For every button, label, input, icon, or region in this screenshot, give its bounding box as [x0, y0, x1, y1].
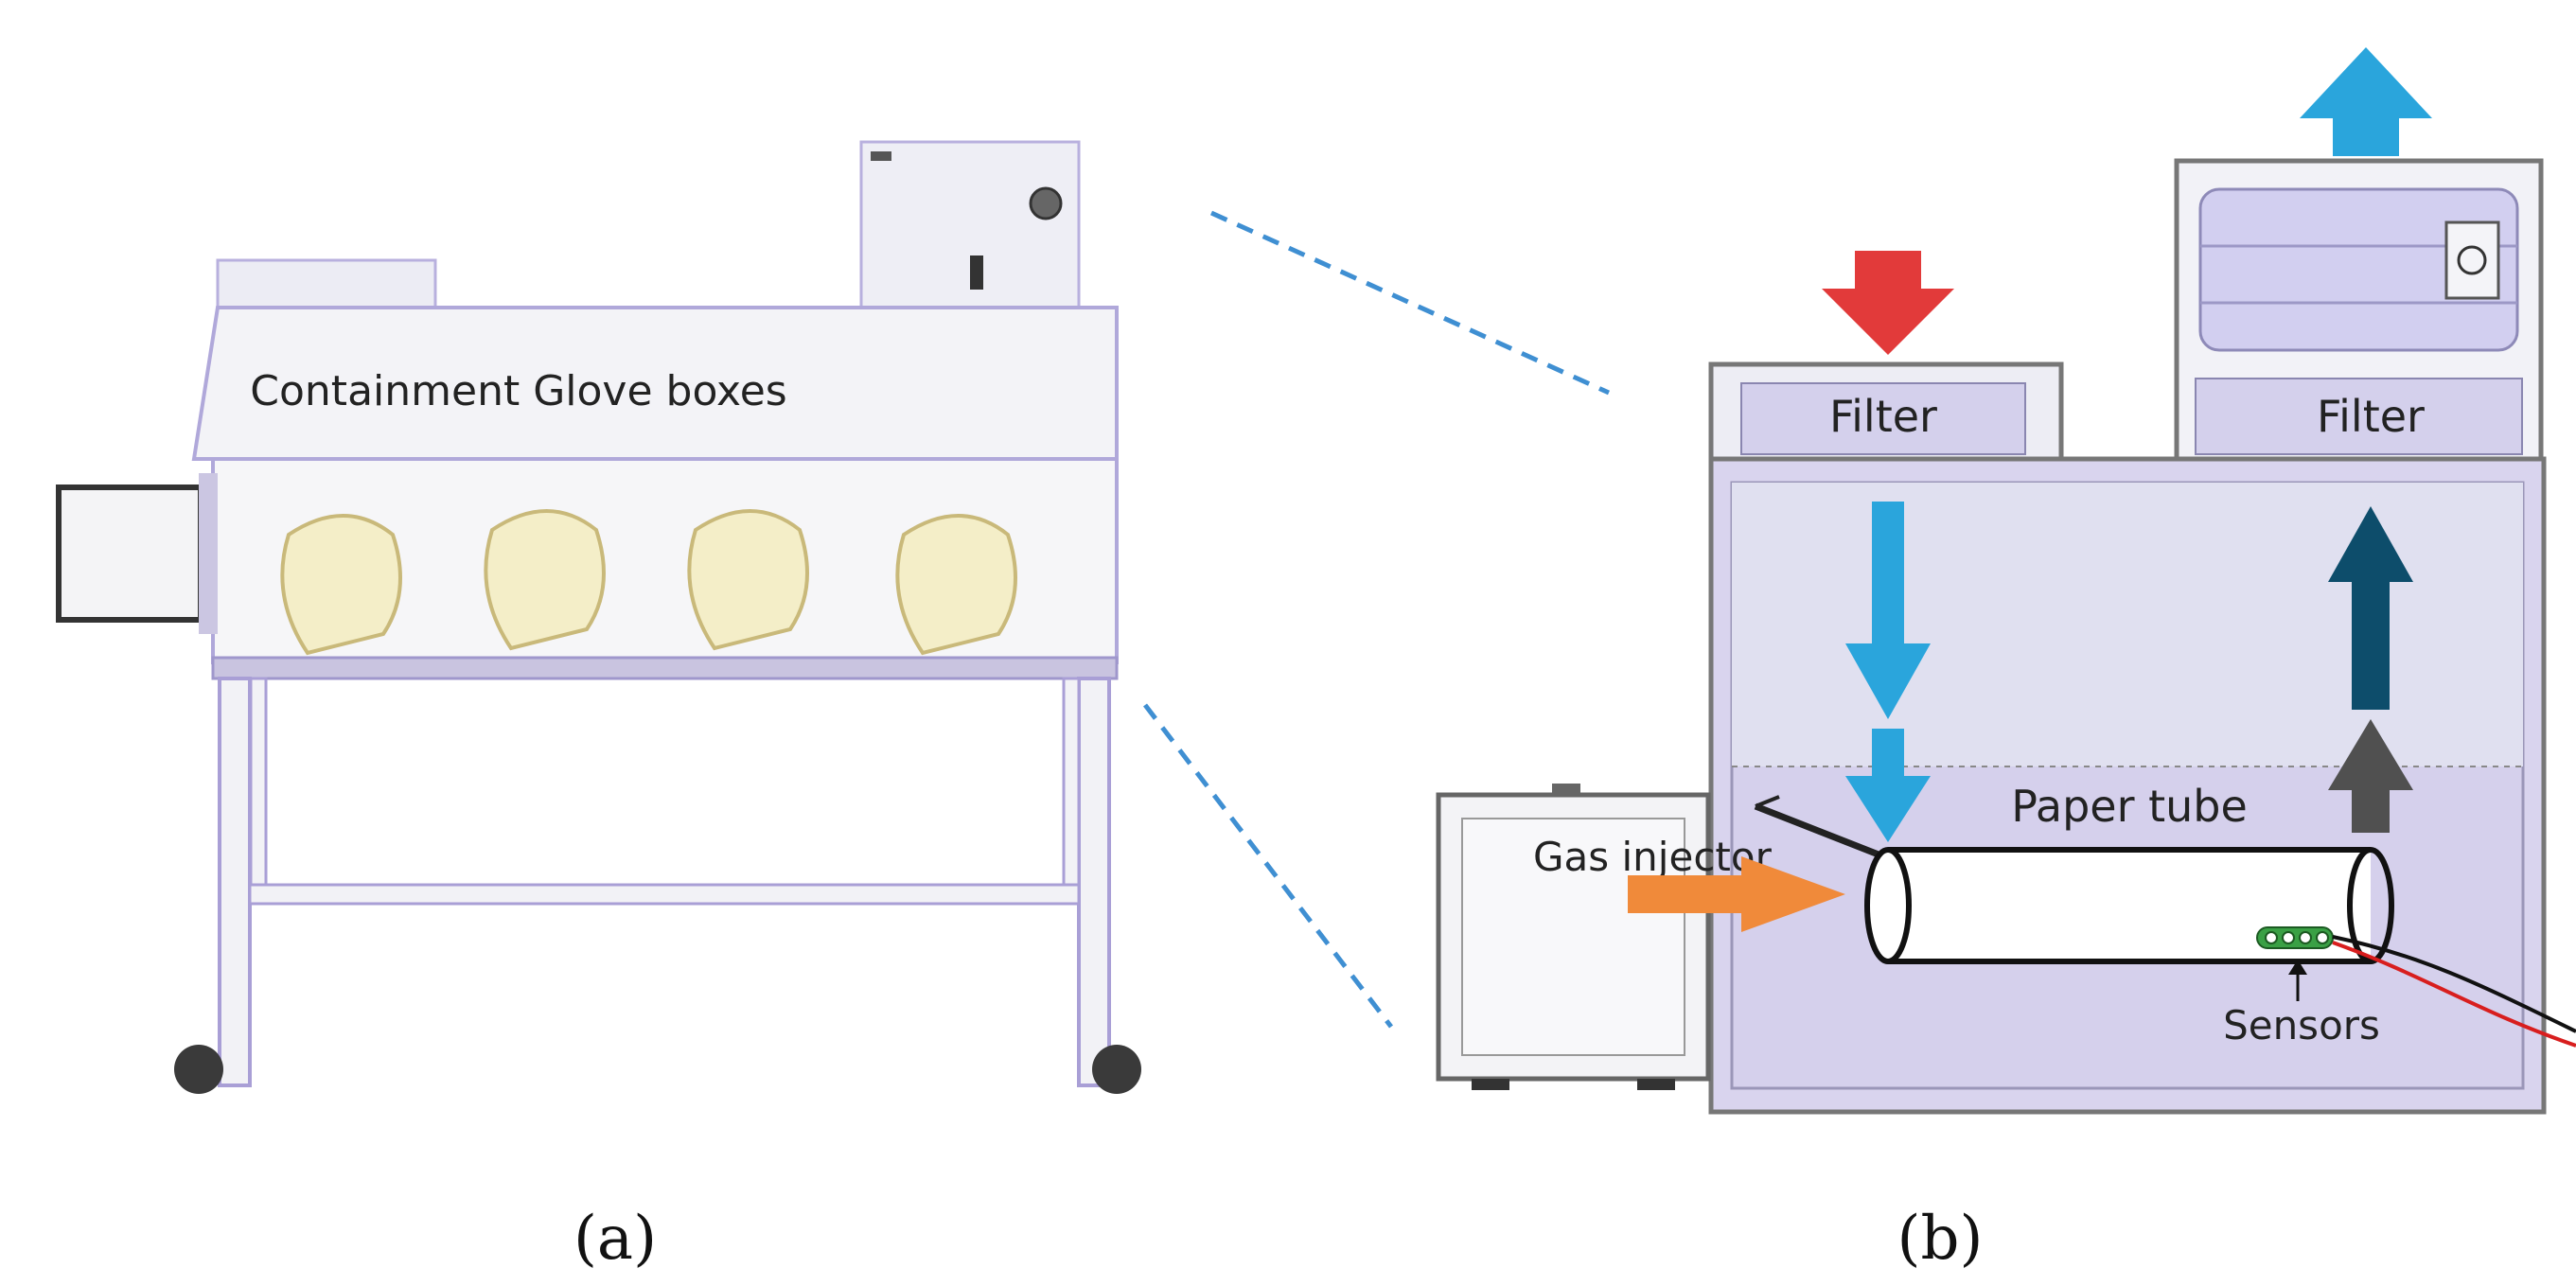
filter-right-label: Filter [2317, 391, 2425, 442]
leg-left [218, 677, 252, 1087]
filter-right [2195, 378, 2523, 455]
caster-right [1092, 1045, 1141, 1094]
side-door [56, 484, 203, 623]
fan-icon [2198, 187, 2519, 352]
sensor-chip-icon [2256, 926, 2334, 949]
arrow-down-blue-2 [1845, 729, 1931, 842]
sensor-wire-red [2332, 941, 2576, 1048]
leg-right [1077, 677, 1111, 1087]
glove-icon [280, 509, 1017, 656]
syringe-icon [1754, 795, 1885, 860]
gas-injector-foot-right [1637, 1079, 1675, 1090]
cross-bar [248, 883, 1081, 906]
arrow-in-red [1822, 251, 1954, 355]
filter-left [1740, 382, 2026, 455]
gas-injector-foot-left [1472, 1079, 1509, 1090]
control-switch-icon [970, 255, 983, 290]
gas-injector-label: Gas injector [1533, 834, 1773, 880]
control-knob-icon [1029, 186, 1063, 220]
arrow-up-gray [2328, 719, 2413, 833]
control-box-badge [871, 151, 891, 161]
work-surface [211, 656, 1119, 680]
sensor-wire-black [2332, 935, 2576, 1033]
paper-tube-label: Paper tube [2011, 781, 2248, 832]
panel-a: Containment Glove boxes [56, 140, 1141, 1094]
sensors-label: Sensors [2223, 1002, 2380, 1048]
arrow-up-dark-blue [2328, 506, 2413, 710]
caster-left [174, 1045, 223, 1094]
arrow-gas-orange [1628, 856, 1845, 932]
top-lid [216, 258, 437, 309]
gas-injector-inner [1461, 818, 1685, 1056]
caption-b: (b) [1897, 1204, 1984, 1274]
leg-inner-right [1062, 677, 1081, 889]
chamber-upper-zone [1732, 483, 2523, 766]
side-door-frame [199, 473, 218, 634]
sensor-pointer-head [2288, 960, 2307, 975]
gas-injector-handle [1552, 784, 1580, 795]
arrow-out-blue [2300, 47, 2432, 156]
arrow-down-blue-1 [1845, 502, 1931, 719]
dashed-line-top [1209, 210, 1611, 396]
dashed-line-bottom [1143, 703, 1393, 1029]
panel-b: Filter Filter Gas injector [1436, 47, 2576, 1115]
caption-a: (a) [573, 1204, 657, 1274]
filter-left-label: Filter [1829, 391, 1937, 442]
box-label: Containment Glove boxes [250, 367, 786, 415]
leg-inner-left [249, 677, 268, 889]
